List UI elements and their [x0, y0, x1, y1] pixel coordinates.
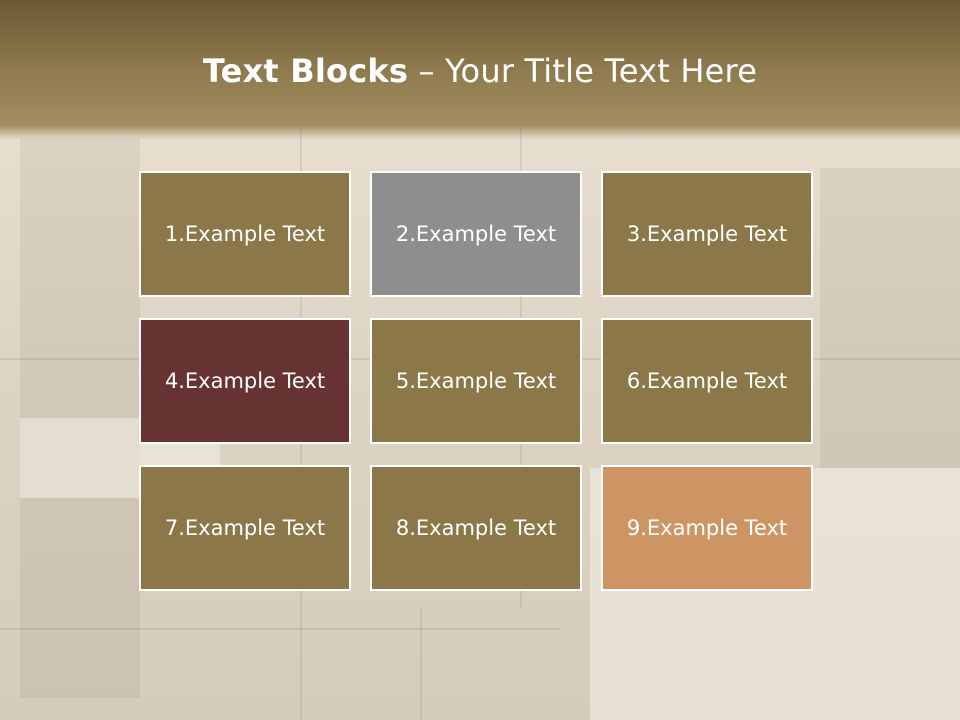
text-block-2: 2.Example Text	[370, 171, 582, 297]
text-blocks-grid: 1.Example Text 2.Example Text 3.Example …	[139, 171, 813, 591]
title-separator: –	[408, 52, 446, 90]
text-block-1: 1.Example Text	[139, 171, 351, 297]
text-block-5: 5.Example Text	[370, 318, 582, 444]
slide-title: Text Blocks – Your Title Text Here	[0, 52, 960, 90]
text-block-9: 9.Example Text	[601, 465, 813, 591]
text-block-6: 6.Example Text	[601, 318, 813, 444]
title-bold: Text Blocks	[202, 52, 409, 90]
text-block-4: 4.Example Text	[139, 318, 351, 444]
text-block-8: 8.Example Text	[370, 465, 582, 591]
title-rest: Your Title Text Here	[445, 52, 758, 90]
text-block-7: 7.Example Text	[139, 465, 351, 591]
text-block-3: 3.Example Text	[601, 171, 813, 297]
